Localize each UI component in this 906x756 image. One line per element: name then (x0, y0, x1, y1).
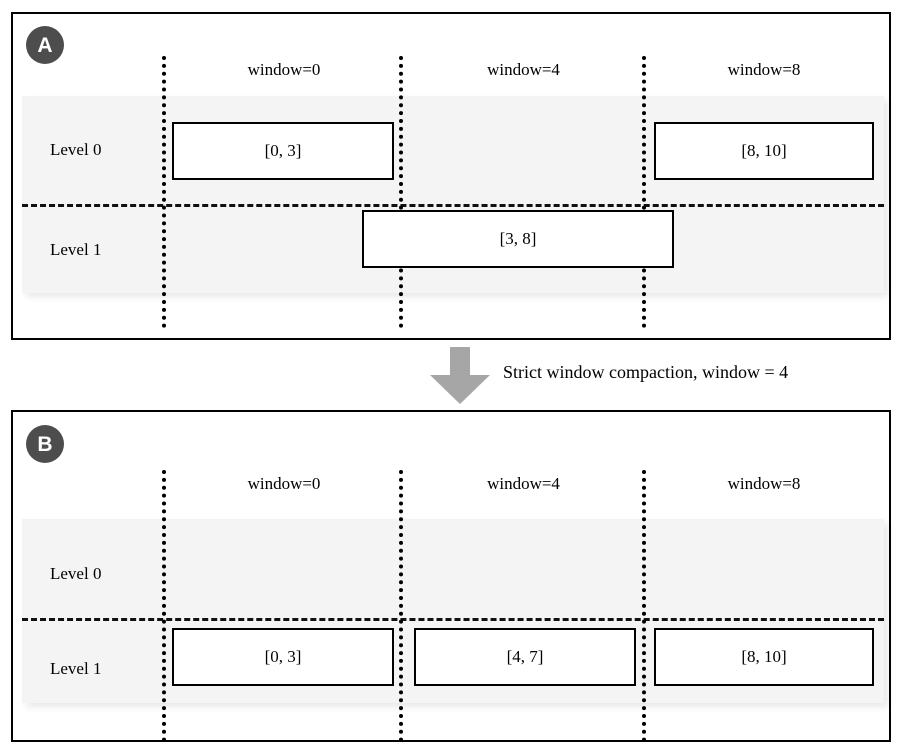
panel-b-window-line-2 (642, 470, 646, 742)
panel-a-interval-box-1: [8, 10] (654, 122, 874, 180)
panel-a-window-label-2: window=8 (727, 60, 801, 79)
panel-a-window-line-1 (399, 56, 403, 328)
panel-b-level-label-1: Level 1 (50, 659, 102, 678)
arrow-down-icon (430, 347, 490, 404)
panel-b-interval-box-0: [0, 3] (172, 628, 394, 686)
panel-b-badge: B (26, 425, 64, 463)
panel-a-level-divider (22, 204, 884, 207)
panel-b: B window=0 window=4 window=8 Level 0 Lev… (11, 410, 891, 742)
panel-b-level-divider (22, 618, 884, 621)
panel-a-interval-box-0: [0, 3] (172, 122, 394, 180)
panel-a-window-label-0: window=0 (247, 60, 321, 79)
panel-a-window-label-1: window=4 (487, 60, 560, 79)
panel-a-interval-box-2: [3, 8] (362, 210, 674, 268)
panel-b-window-line-0 (162, 470, 166, 742)
panel-b-interval-box-2: [8, 10] (654, 628, 874, 686)
panel-a-level-label-0: Level 0 (50, 140, 102, 159)
transition-caption: Strict window compaction, window = 4 (503, 362, 789, 382)
transition-group: Strict window compaction, window = 4 (0, 344, 906, 406)
panel-b-window-line-1 (399, 470, 403, 742)
panel-b-interval-box-1: [4, 7] (414, 628, 636, 686)
panel-b-window-label-2: window=8 (727, 474, 801, 493)
panel-a: A window=0 window=4 window=8 Level 0 Lev… (11, 12, 891, 340)
panel-b-level-label-0: Level 0 (50, 564, 102, 583)
panel-a-badge: A (26, 26, 64, 64)
panel-a-window-line-0 (162, 56, 166, 328)
panel-b-window-label-0: window=0 (247, 474, 321, 493)
panel-a-window-line-2 (642, 56, 646, 328)
panel-a-level-label-1: Level 1 (50, 240, 102, 259)
panel-b-window-label-1: window=4 (487, 474, 560, 493)
